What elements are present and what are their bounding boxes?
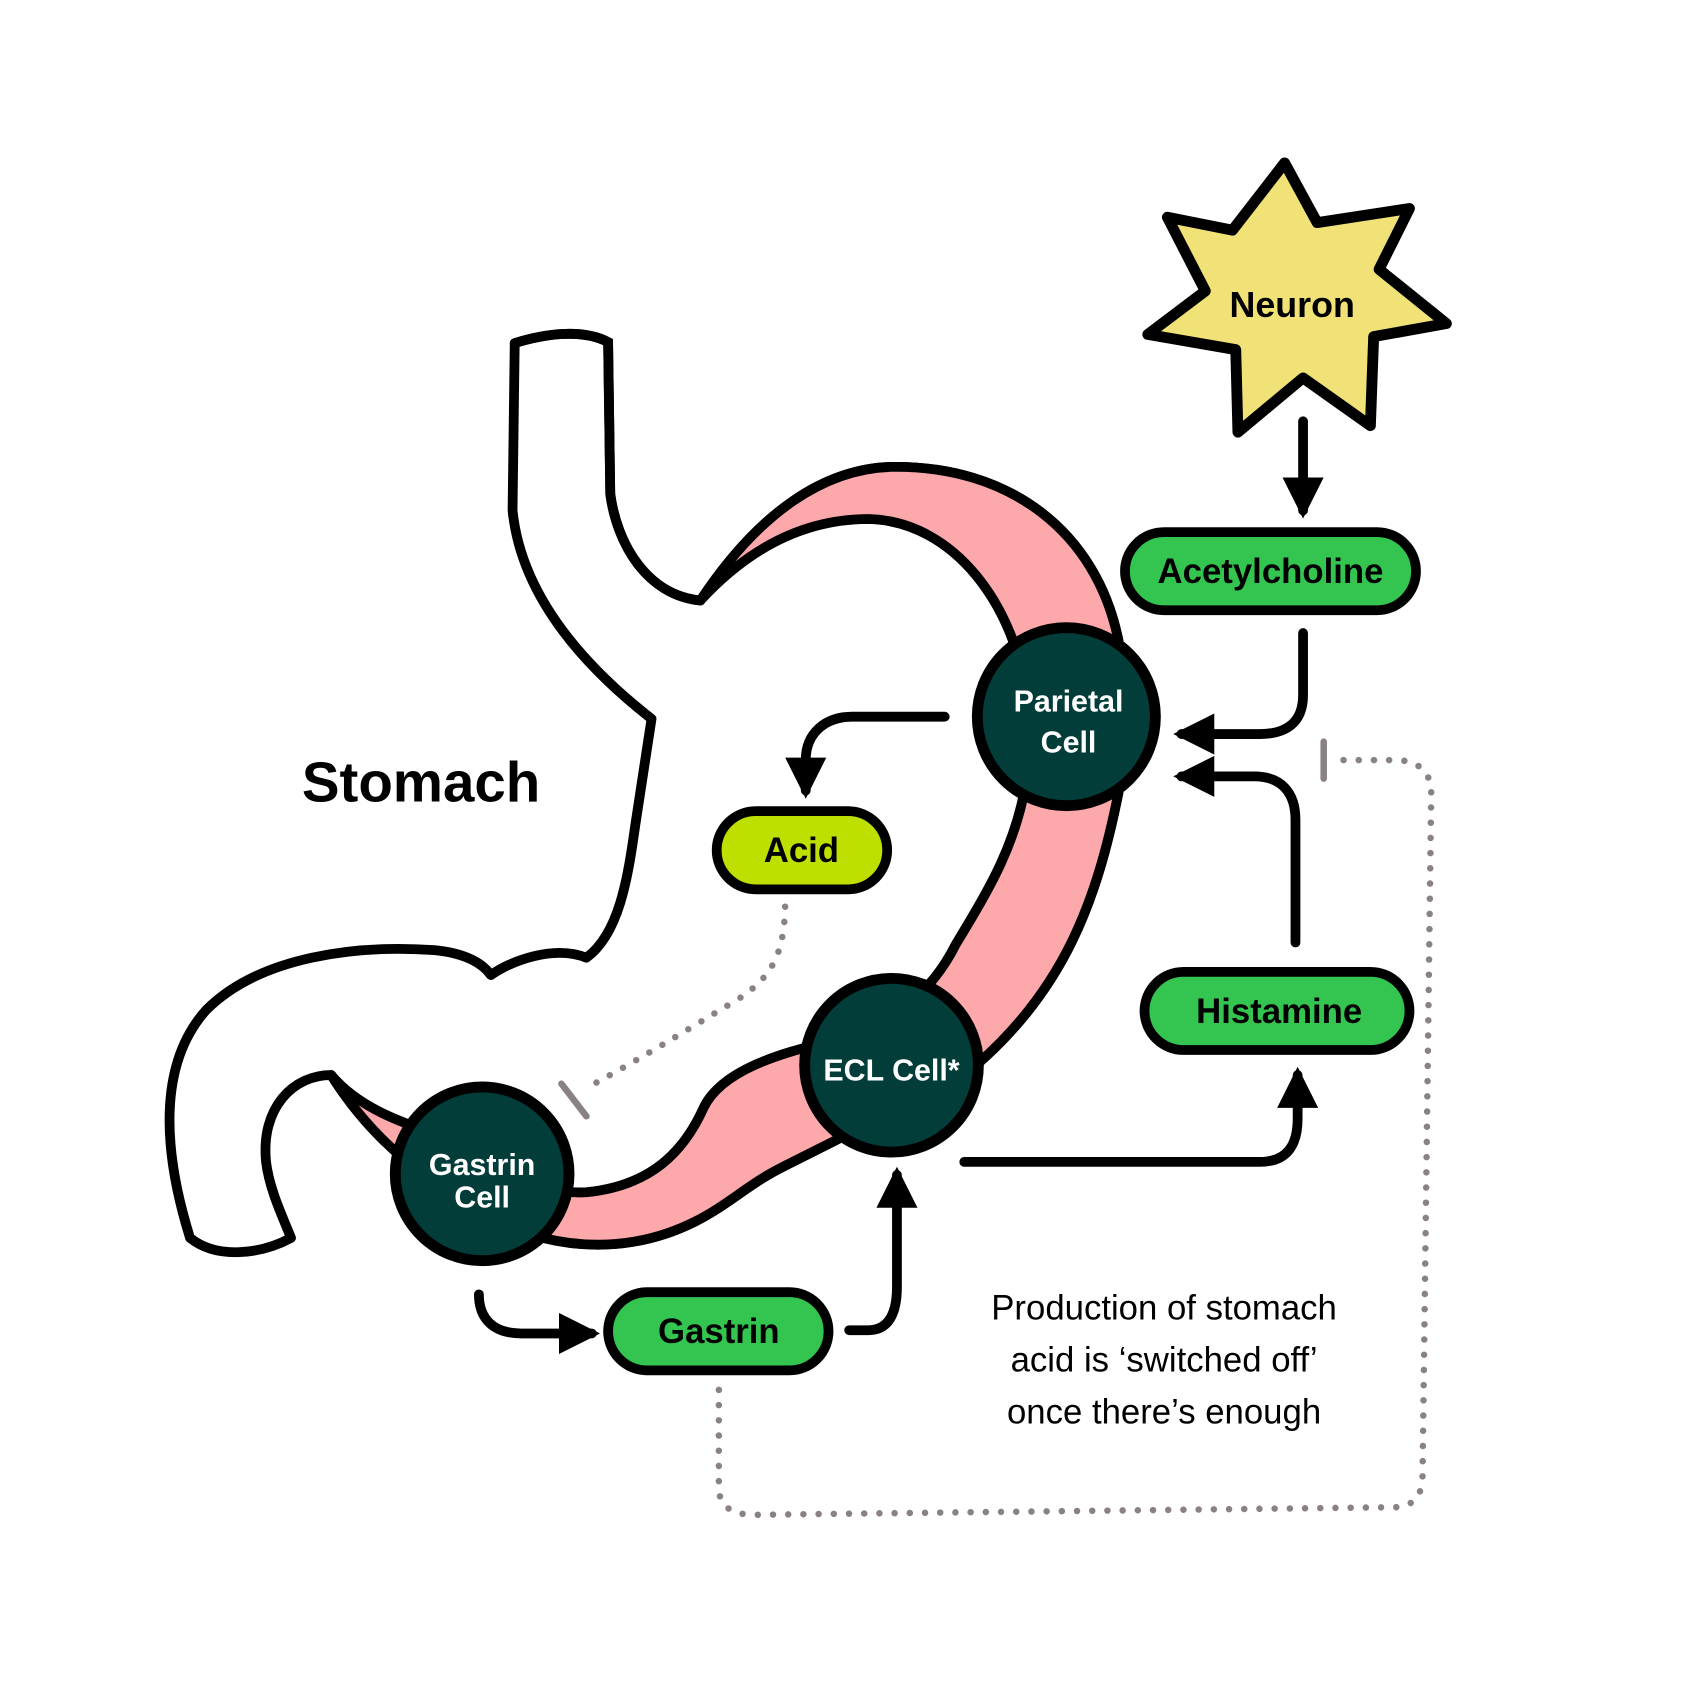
inhibit-bar-gastrincell (558, 1080, 590, 1120)
gastrin-cell-node: Gastrin Cell (389, 1081, 575, 1267)
gastrin-cell-label-line2: Cell (454, 1180, 510, 1214)
parietal-cell-label-line2: Cell (1041, 726, 1097, 760)
ecl-cell-circle (799, 972, 984, 1158)
arrow-histamine-to-parietal (1173, 755, 1301, 948)
note-line-1: Production of stomach (991, 1289, 1337, 1327)
acid-node: Acid (711, 806, 893, 895)
arrow-parietal-to-acid (785, 711, 950, 799)
histamine-label: Histamine (1196, 993, 1362, 1031)
stimulation-arrows (474, 416, 1324, 1354)
parietal-cell-label-line1: Parietal (1014, 684, 1124, 718)
arrow-acetylcholine-to-parietal (1173, 628, 1308, 755)
ecl-cell-node: ECL Cell* (799, 972, 984, 1158)
neuron-star-icon (1142, 157, 1452, 438)
esophagus (509, 328, 706, 606)
gastrin-pill (603, 1287, 834, 1376)
neuron-node: Neuron (1142, 157, 1452, 438)
neuron-label: Neuron (1230, 285, 1355, 325)
parietal-cell-node: Parietal Cell (971, 622, 1161, 812)
arrow-ecl-to-histamine (959, 1066, 1319, 1167)
ecl-cell-label: ECL Cell* (823, 1053, 959, 1087)
arrow-gastrincell-to-gastrin (474, 1289, 601, 1354)
note-line-3: once there’s enough (1007, 1394, 1321, 1432)
histamine-node: Histamine (1139, 966, 1415, 1055)
parietal-cell-circle (971, 622, 1161, 812)
feedback-note: Production of stomach acid is ‘switched … (991, 1289, 1337, 1431)
arrow-gastrin-to-ecl (844, 1166, 918, 1336)
inhibition-lines (558, 738, 1435, 1519)
inhibit-acid-to-gastrincell (583, 903, 789, 1092)
acid-label: Acid (764, 832, 839, 870)
gastrin-cell-circle (389, 1081, 575, 1267)
gastrin-cell-label-line1: Gastrin (429, 1148, 535, 1182)
stomach-title: Stomach (302, 750, 540, 813)
acetylcholine-label: Acetylcholine (1158, 553, 1384, 591)
gastrin-node: Gastrin (603, 1287, 834, 1376)
histamine-pill (1139, 966, 1415, 1055)
acetylcholine-node: Acetylcholine (1120, 527, 1421, 616)
acid-pill (711, 806, 893, 895)
inhibit-gastrin-to-parietal (715, 756, 1435, 1519)
note-line-2: acid is ‘switched off’ (1011, 1341, 1318, 1379)
gastrin-label: Gastrin (658, 1313, 780, 1351)
acetylcholine-pill (1120, 527, 1421, 616)
